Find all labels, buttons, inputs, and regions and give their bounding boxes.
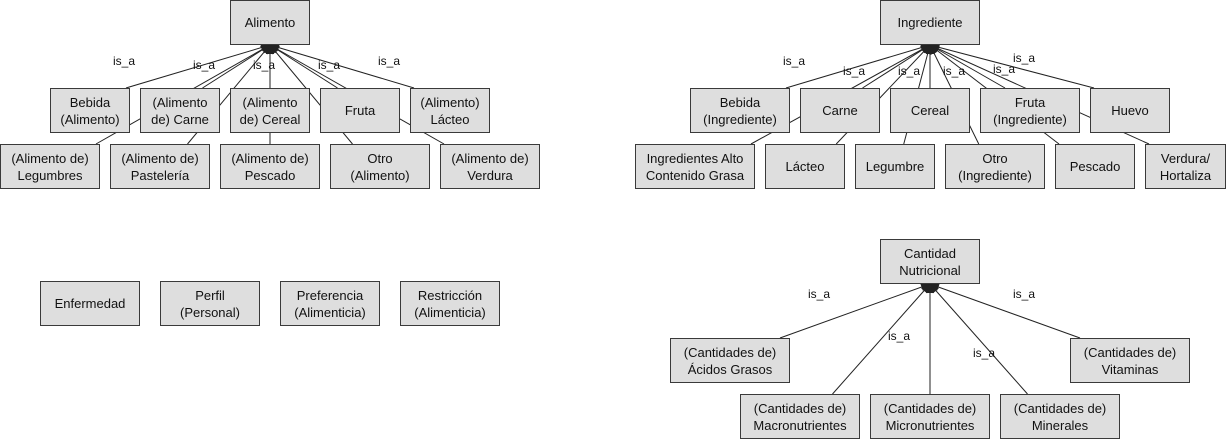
arrowhead	[920, 45, 930, 55]
node-restriccion-alimenticia[interactable]: Restricción (Alimenticia)	[400, 281, 500, 326]
is-a-edge	[785, 44, 931, 89]
node-fruta[interactable]: Fruta	[320, 88, 400, 133]
node-alimento-verdura[interactable]: (Alimento de) Verdura	[440, 144, 540, 189]
node-ingrediente[interactable]: Ingrediente	[880, 0, 980, 45]
edge-label: is_a	[808, 287, 831, 301]
edge-label: is_a	[1013, 287, 1036, 301]
node-otro-ingrediente[interactable]: Otro (Ingrediente)	[945, 144, 1045, 189]
is-a-edge	[125, 44, 271, 89]
node-alimento-cereal[interactable]: (Alimento de) Cereal	[230, 88, 310, 133]
edge-label: is_a	[783, 54, 806, 68]
is-a-edge	[929, 44, 1006, 89]
node-cantidades-vitaminas[interactable]: (Cantidades de) Vitaminas	[1070, 338, 1190, 383]
is-a-edge	[202, 44, 271, 89]
edge-label: is_a	[898, 64, 921, 78]
node-otro-alimento[interactable]: Otro (Alimento)	[330, 144, 430, 189]
edge-label: is_a	[993, 62, 1016, 76]
node-alimento-lacteo[interactable]: (Alimento) Lácteo	[410, 88, 490, 133]
arrowhead	[926, 284, 934, 293]
is-a-edge	[779, 283, 931, 339]
node-lacteo[interactable]: Lácteo	[765, 144, 845, 189]
is-a-edge	[269, 44, 415, 89]
edge-label: is_a	[888, 329, 911, 343]
node-cereal[interactable]: Cereal	[890, 88, 970, 133]
node-cantidades-minerales[interactable]: (Cantidades de) Minerales	[1000, 394, 1120, 439]
edge-label: is_a	[1013, 51, 1036, 65]
arrowhead	[930, 284, 939, 294]
arrowhead	[930, 45, 940, 53]
edge-label: is_a	[973, 346, 996, 360]
is-a-edge	[929, 283, 1081, 339]
node-cantidades-acidos-grasos[interactable]: (Cantidades de) Ácidos Grasos	[670, 338, 790, 383]
is-a-edge	[862, 44, 931, 89]
node-pescado[interactable]: Pescado	[1055, 144, 1135, 189]
edge-label: is_a	[193, 58, 216, 72]
node-cantidades-macronutrientes[interactable]: (Cantidades de) Macronutrientes	[740, 394, 860, 439]
node-alimento[interactable]: Alimento	[230, 0, 310, 45]
arrowhead	[930, 283, 940, 291]
is-a-edge	[929, 283, 1028, 395]
node-enfermedad[interactable]: Enfermedad	[40, 281, 140, 326]
node-alimento-legumbres[interactable]: (Alimento de) Legumbres	[0, 144, 100, 189]
arrowhead	[270, 45, 280, 53]
edge-label: is_a	[318, 58, 341, 72]
node-legumbre[interactable]: Legumbre	[855, 144, 935, 189]
is-a-edge	[269, 44, 338, 89]
edge-label: is_a	[378, 54, 401, 68]
node-verdura-hortaliza[interactable]: Verdura/ Hortaliza	[1145, 144, 1226, 189]
node-cantidad-nutricional[interactable]: Cantidad Nutricional	[880, 239, 980, 284]
edge-label: is_a	[943, 64, 966, 78]
arrowhead	[923, 45, 932, 55]
node-bebida-ingrediente[interactable]: Bebida (Ingrediente)	[690, 88, 790, 133]
node-fruta-ingrediente[interactable]: Fruta (Ingrediente)	[980, 88, 1080, 133]
node-carne[interactable]: Carne	[800, 88, 880, 133]
node-alimento-carne[interactable]: (Alimento de) Carne	[140, 88, 220, 133]
node-cantidades-micronutrientes[interactable]: (Cantidades de) Micronutrientes	[870, 394, 990, 439]
is-a-edge	[929, 44, 1095, 89]
node-huevo[interactable]: Huevo	[1090, 88, 1170, 133]
node-alimento-pescado[interactable]: (Alimento de) Pescado	[220, 144, 320, 189]
is-a-edge	[832, 283, 931, 395]
edge-label: is_a	[843, 64, 866, 78]
edge-label: is_a	[253, 58, 276, 72]
node-preferencia-alimenticia[interactable]: Preferencia (Alimenticia)	[280, 281, 380, 326]
node-alimento-pasteleria[interactable]: (Alimento de) Pastelería	[110, 144, 210, 189]
node-bebida-alimento[interactable]: Bebida (Alimento)	[50, 88, 130, 133]
edge-label: is_a	[113, 54, 136, 68]
node-perfil-personal[interactable]: Perfil (Personal)	[160, 281, 260, 326]
node-ingredientes-alto-grasa[interactable]: Ingredientes Alto Contenido Grasa	[635, 144, 755, 189]
